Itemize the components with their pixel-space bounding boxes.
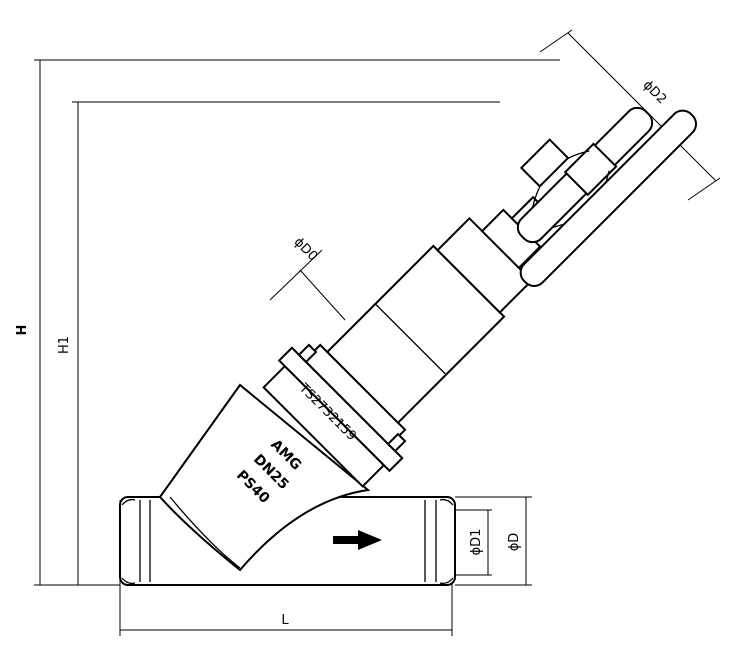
arrow-right-icon [333,530,382,550]
label-D1: ϕD1 [469,529,484,556]
label-D2: ϕD2 [640,78,670,108]
bonnet-assembly [262,195,555,488]
label-D: ϕD [507,533,522,552]
label-D0: ϕD0 [291,235,321,265]
handwheel [516,106,697,287]
label-L: L [281,613,289,628]
label-H: H [15,325,30,336]
label-H1: H1 [57,336,72,354]
valve-neck [158,383,371,572]
